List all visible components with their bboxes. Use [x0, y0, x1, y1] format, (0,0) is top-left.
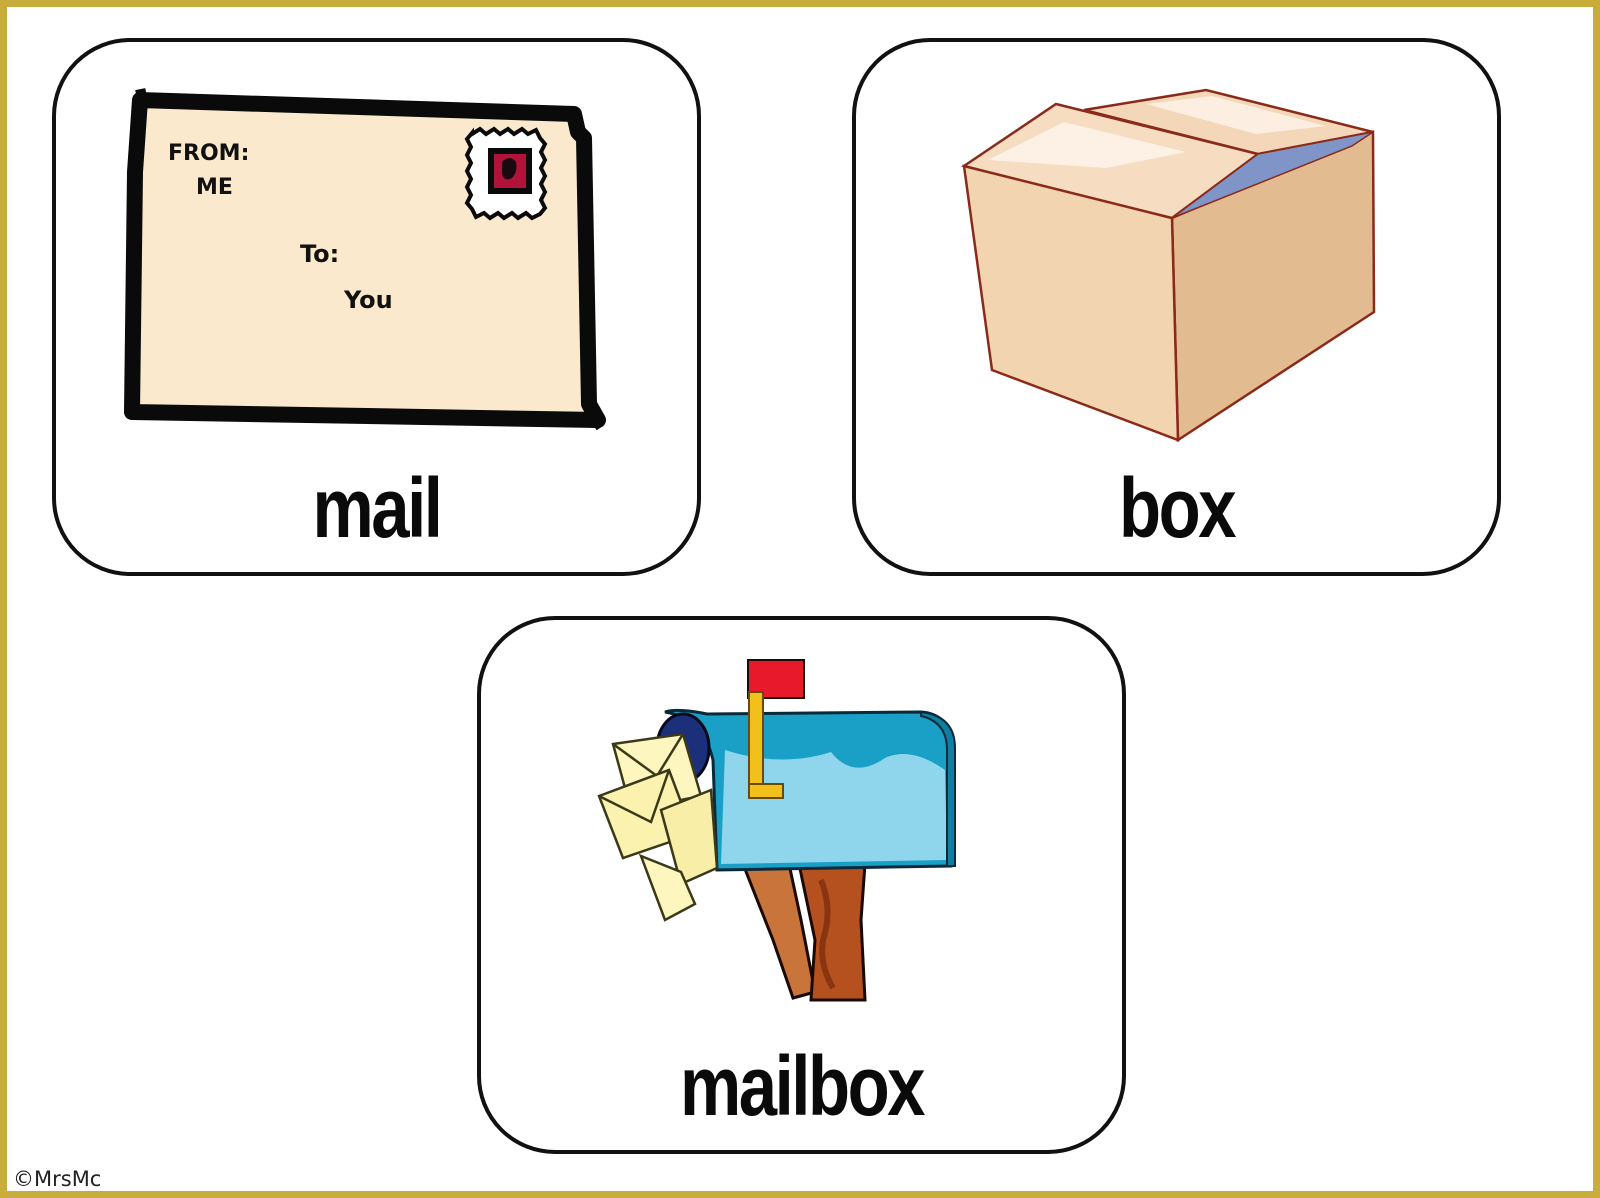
- to-name: You: [343, 286, 393, 314]
- post-icon: [740, 862, 867, 1002]
- flag-icon: [747, 659, 805, 799]
- letters-icon: [597, 732, 719, 922]
- card-mailbox: mailbox: [477, 616, 1126, 1154]
- cardboard-box-icon: [960, 88, 1376, 443]
- from-label: FROM:: [168, 141, 249, 166]
- mailbox-icon: [597, 659, 956, 1002]
- word-label-mailbox: mailbox: [679, 1039, 926, 1133]
- from-name: ME: [196, 175, 233, 200]
- card-box: box: [852, 38, 1501, 576]
- to-label: To:: [300, 240, 339, 268]
- card-mail: FROM: ME To: You mail: [52, 38, 701, 576]
- stamp-icon: [464, 126, 548, 221]
- envelope-from-text: FROM: ME: [168, 141, 249, 200]
- envelope-icon: FROM: ME To: You: [124, 88, 606, 431]
- copyright-notice: ©MrsMc: [13, 1167, 102, 1191]
- word-label-mail: mail: [312, 461, 443, 555]
- envelope-to-text: To: You: [300, 240, 393, 314]
- word-label-box: box: [1118, 461, 1237, 555]
